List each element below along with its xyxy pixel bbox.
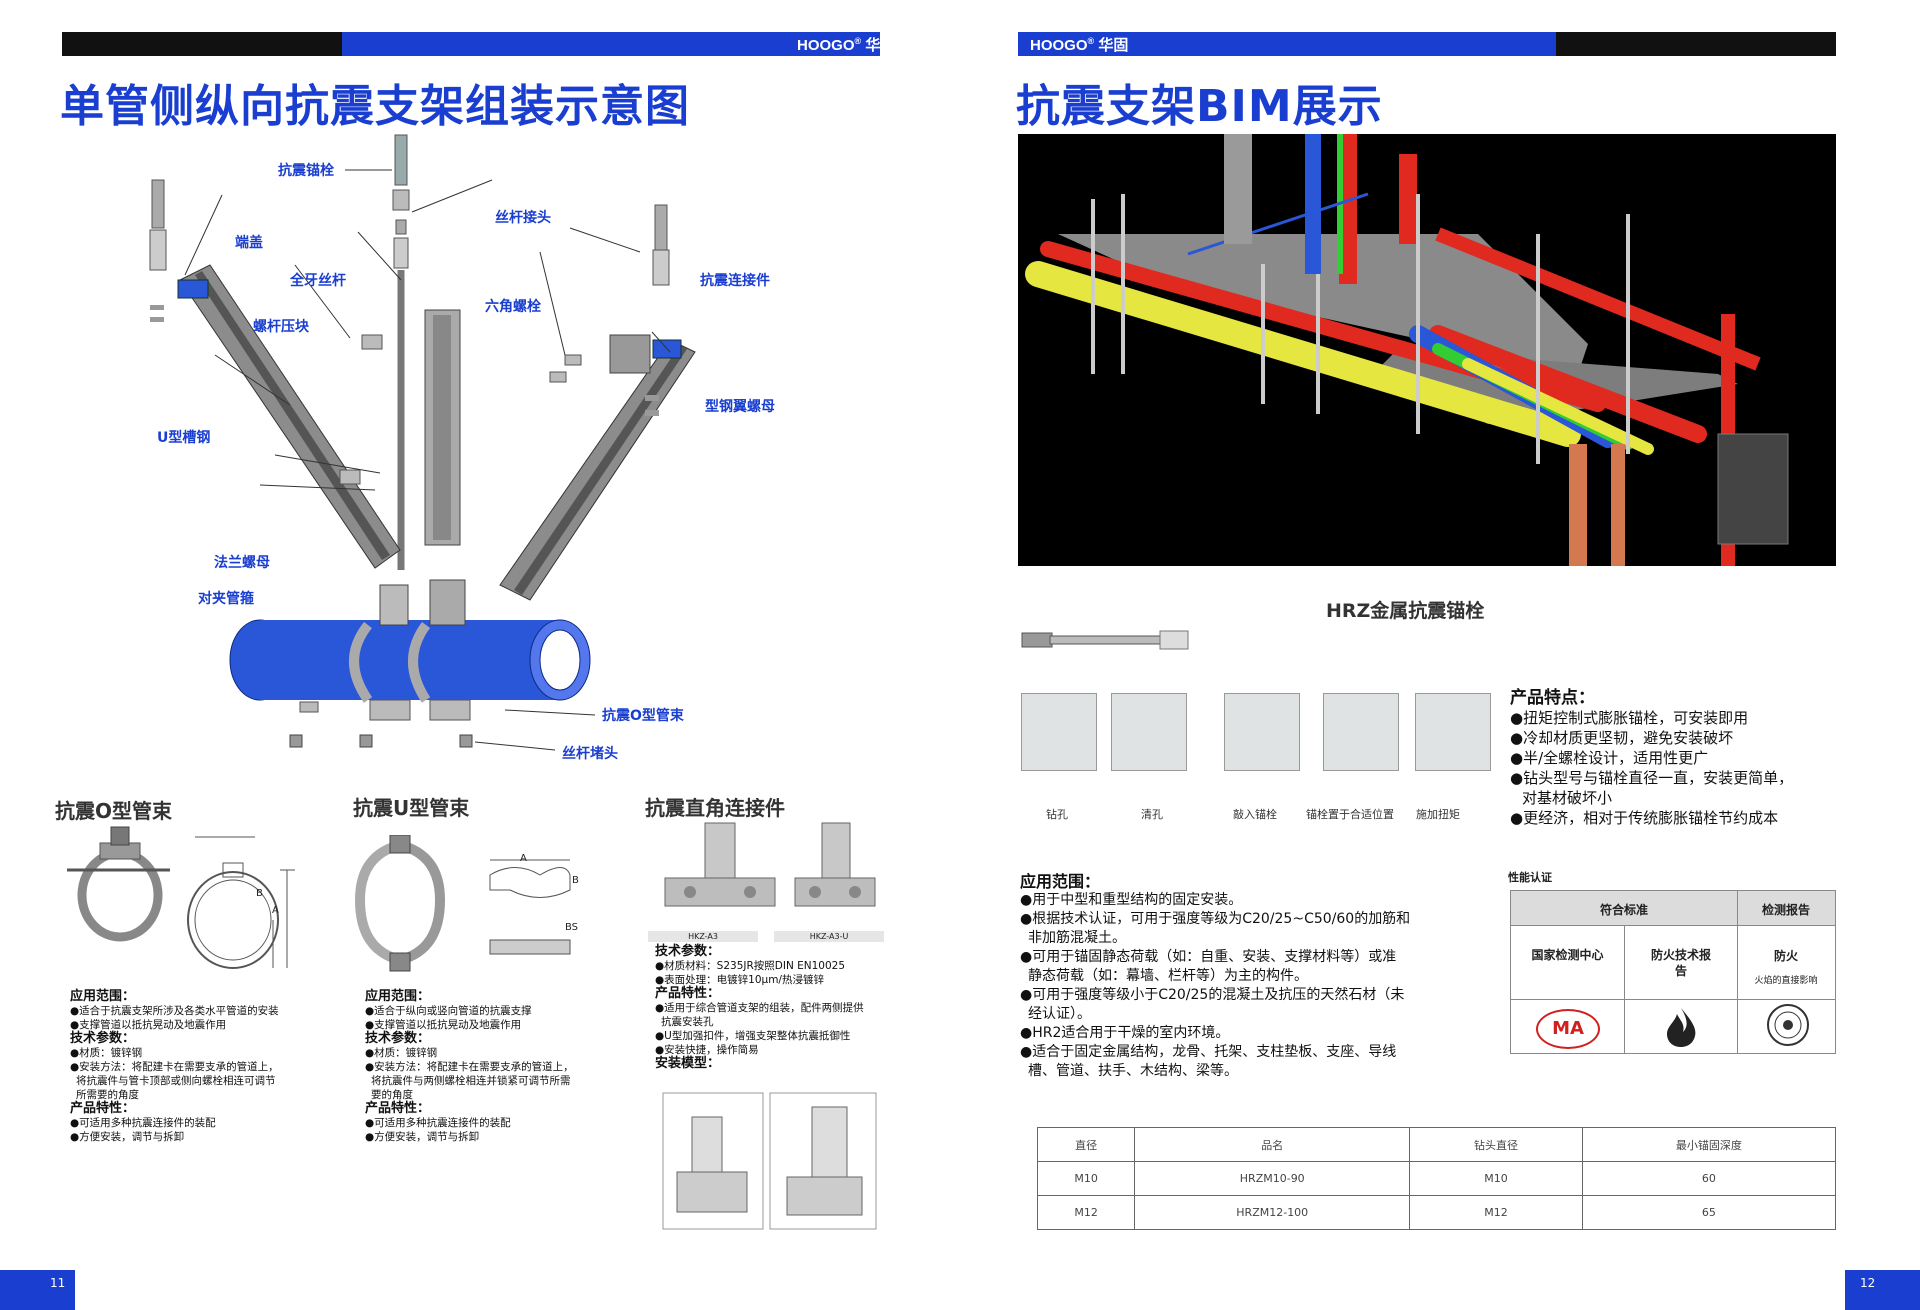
right-angle-connector-drawing	[664, 822, 876, 907]
dim-a-u: A	[520, 853, 527, 864]
cert-table: 符合标准 检测报告 国家检测中心 防火技术报告 防火 火焰的直接影响 MA	[1510, 890, 1836, 1054]
label-pipe-clamp: 对夹管箍	[198, 591, 254, 607]
right-angle-text: 技术参数： ●材质材料：S235JR按照DIN EN10025 ●表面处理：电镀…	[655, 944, 864, 1071]
cert-fire: 防火	[1773, 949, 1798, 963]
install-step-1	[1021, 693, 1097, 771]
label-seismic-connector: 抗震连接件	[700, 273, 770, 289]
spec-table: 直径 品名 钻头直径 最小锚固深度 M10 HRZM10-90 M10 60 M…	[1036, 1127, 1837, 1230]
cma-logo: MA	[1536, 1009, 1600, 1049]
table-cell: 60	[1581, 1161, 1837, 1196]
right-brand-bar: HOOGO® 华固	[1018, 32, 1836, 56]
label-end-cap: 端盖	[235, 235, 263, 251]
brand-logo: HOOGO	[797, 37, 855, 54]
dim-bs-u: BS	[565, 922, 579, 933]
table-cell: M10	[1036, 1161, 1136, 1196]
cert-header-standard: 符合标准	[1599, 903, 1648, 917]
install-step-2	[1111, 693, 1187, 771]
table-cell: M10	[1409, 1161, 1583, 1196]
label-anchor: 抗震锚栓	[278, 163, 334, 179]
page-title-right: 抗震支架BIM展示	[1016, 81, 1383, 132]
table-header: 最小锚固深度	[1581, 1127, 1837, 1162]
table-header: 直径	[1036, 1127, 1136, 1162]
left-brand-bar: HOOGO® 华固	[62, 32, 895, 56]
table-row: M10 HRZM10-90 M10 60	[1036, 1161, 1837, 1196]
table-cell: HRZM10-90	[1134, 1161, 1411, 1196]
label-full-thread-rod: 全牙丝杆	[290, 273, 346, 289]
table-cell: HRZM12-100	[1134, 1195, 1411, 1230]
install-step-4	[1323, 693, 1399, 771]
u-clamp-drawing	[354, 835, 571, 972]
cert-header-report: 检测报告	[1761, 903, 1810, 917]
table-cell: 65	[1581, 1195, 1837, 1230]
cert-national-center: 国家检测中心	[1531, 948, 1604, 962]
label-u-channel: U型槽钢	[157, 430, 211, 446]
label-wing-nut: 型钢翼螺母	[705, 399, 775, 415]
label-rod-clamp: 螺杆压块	[253, 319, 309, 335]
application-scope: 应用范围： ●用于中型和重型结构的固定安装。 ●根据技术认证，可用于强度等级为C…	[1020, 872, 1411, 1079]
hrz-title: HRZ金属抗震锚栓	[1326, 600, 1485, 622]
install-step-5	[1415, 693, 1491, 771]
assembly-diagram	[149, 134, 696, 751]
dim-a: A	[272, 905, 279, 916]
u-clamp-section-title: 抗震U型管束	[353, 796, 470, 820]
table-cell: M12	[1036, 1195, 1136, 1230]
product-features: 产品特点： ●扭矩控制式膨胀锚栓，可安装即用 ●冷却材质更坚韧，避免安装破坏 ●…	[1510, 688, 1794, 827]
model-a3u-caption: HKZ-A3-U	[774, 931, 884, 942]
step-caption-2: 清孔	[1141, 808, 1163, 821]
step-caption-5: 施加扭矩	[1416, 808, 1460, 821]
u-clamp-text: 应用范围： ●适合于纵向或竖向管道的抗震支撑 ●支撑管道以抵抗晃动及地震作用 技…	[365, 989, 574, 1144]
table-header-row: 直径 品名 钻头直径 最小锚固深度	[1036, 1127, 1837, 1162]
label-o-clamp: 抗震O型管束	[602, 708, 684, 724]
o-clamp-drawing	[67, 826, 295, 969]
table-header: 品名	[1134, 1127, 1411, 1162]
label-rod-joint: 丝杆接头	[495, 210, 551, 226]
table-row: M12 HRZM12-100 M12 65	[1036, 1195, 1837, 1230]
bim-render	[1018, 134, 1836, 566]
page-number-left: 11	[0, 1270, 75, 1310]
o-clamp-section-title: 抗震O型管束	[55, 799, 173, 823]
o-clamp-text: 应用范围： ●适合于抗震支架所涉及各类水平管道的安装 ●支撑管道以抵抗晃动及地震…	[70, 989, 279, 1144]
page-title-left: 单管侧纵向抗震支架组装示意图	[60, 81, 690, 132]
install-model-images	[662, 1092, 877, 1230]
fire-seal-icon	[1767, 1004, 1809, 1046]
cert-fire-sub: 火焰的直接影响	[1754, 976, 1818, 986]
dim-b: B	[256, 888, 263, 899]
table-cell: M12	[1409, 1195, 1583, 1230]
table-header: 钻头直径	[1409, 1127, 1583, 1162]
cert-label: 性能认证	[1508, 871, 1552, 884]
cert-fire-report: 防火技术报告	[1650, 948, 1711, 978]
dim-b-u: B	[572, 875, 579, 886]
step-caption-1: 钻孔	[1046, 808, 1068, 821]
install-step-3	[1224, 693, 1300, 771]
label-flange-nut: 法兰螺母	[214, 555, 270, 571]
step-caption-4: 锚栓置于合适位置	[1306, 808, 1394, 821]
label-hex-bolt: 六角螺栓	[485, 299, 541, 315]
anchor-bolt-image	[1021, 630, 1189, 650]
right-angle-section-title: 抗震直角连接件	[645, 796, 785, 820]
flame-icon	[1667, 1008, 1696, 1047]
step-caption-3: 敲入锚栓	[1233, 808, 1277, 821]
model-a3-caption: HKZ-A3	[648, 931, 758, 942]
brand-logo-right: HOOGO	[1030, 37, 1088, 54]
label-rod-plug: 丝杆堵头	[562, 746, 618, 762]
page-number-right: 12	[1845, 1270, 1920, 1310]
